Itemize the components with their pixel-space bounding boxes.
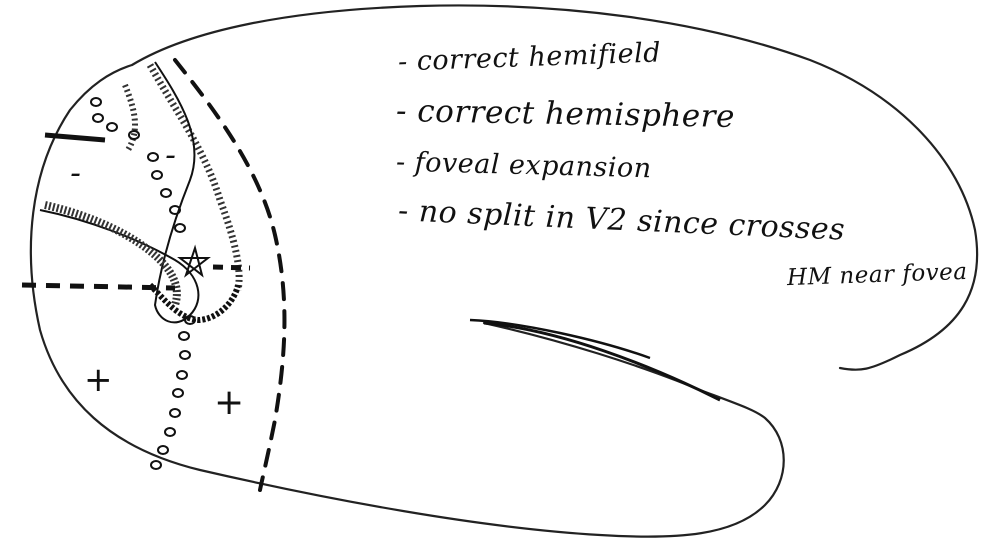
- horizontal-meridian: [22, 285, 175, 288]
- note-correct-hemisphere: - correct hemisphere: [396, 93, 735, 135]
- fovea-star-icon: [180, 248, 208, 275]
- meridian-circles: [91, 98, 195, 469]
- temporal-edge: [484, 323, 720, 400]
- upper-hatch-inner: [125, 85, 135, 150]
- plus-sign-left: +: [84, 360, 113, 400]
- minus-sign-upper: -: [165, 138, 176, 173]
- upper-hatch-band: [150, 65, 239, 290]
- plus-sign-right: +: [214, 382, 245, 423]
- minus-sign-left: -: [70, 156, 81, 191]
- inner-shaded-lip: [150, 285, 238, 320]
- right-meridian-dash: [213, 267, 250, 268]
